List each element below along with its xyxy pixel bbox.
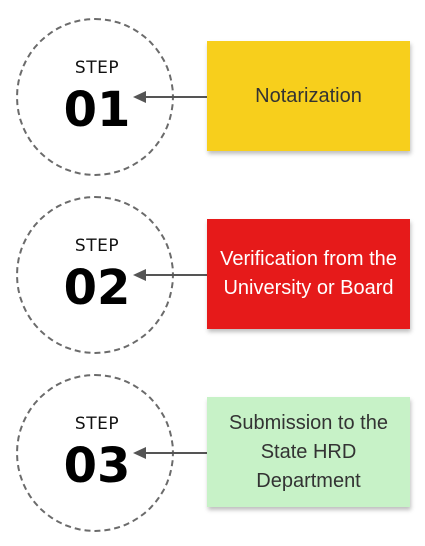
- step-number: 01: [63, 82, 131, 138]
- step-circle: STEP 02: [16, 196, 174, 354]
- step-description: Verification from the University or Boar…: [220, 248, 397, 299]
- step-2: STEP 02 Verification from the University…: [0, 188, 425, 358]
- step-number: 03: [63, 438, 131, 494]
- step-label: STEP: [74, 414, 120, 434]
- step-label: STEP: [74, 58, 120, 78]
- step-description-box: Notarization: [207, 41, 410, 151]
- arrow-left-icon: [133, 269, 211, 281]
- arrow-left-icon: [133, 447, 211, 459]
- step-description-box: Submission to the State HRD Department: [207, 397, 410, 507]
- arrow-left-icon: [133, 91, 211, 103]
- step-1: STEP 01 Notarization: [0, 10, 425, 180]
- step-number: 02: [63, 260, 131, 316]
- step-description-box: Verification from the University or Boar…: [207, 219, 410, 329]
- step-3: STEP 03 Submission to the State HRD Depa…: [0, 366, 425, 536]
- step-description: Notarization: [255, 84, 362, 107]
- step-label: STEP: [74, 236, 120, 256]
- step-circle: STEP 01: [16, 18, 174, 176]
- step-description: Submission to the State HRD Department: [229, 411, 388, 492]
